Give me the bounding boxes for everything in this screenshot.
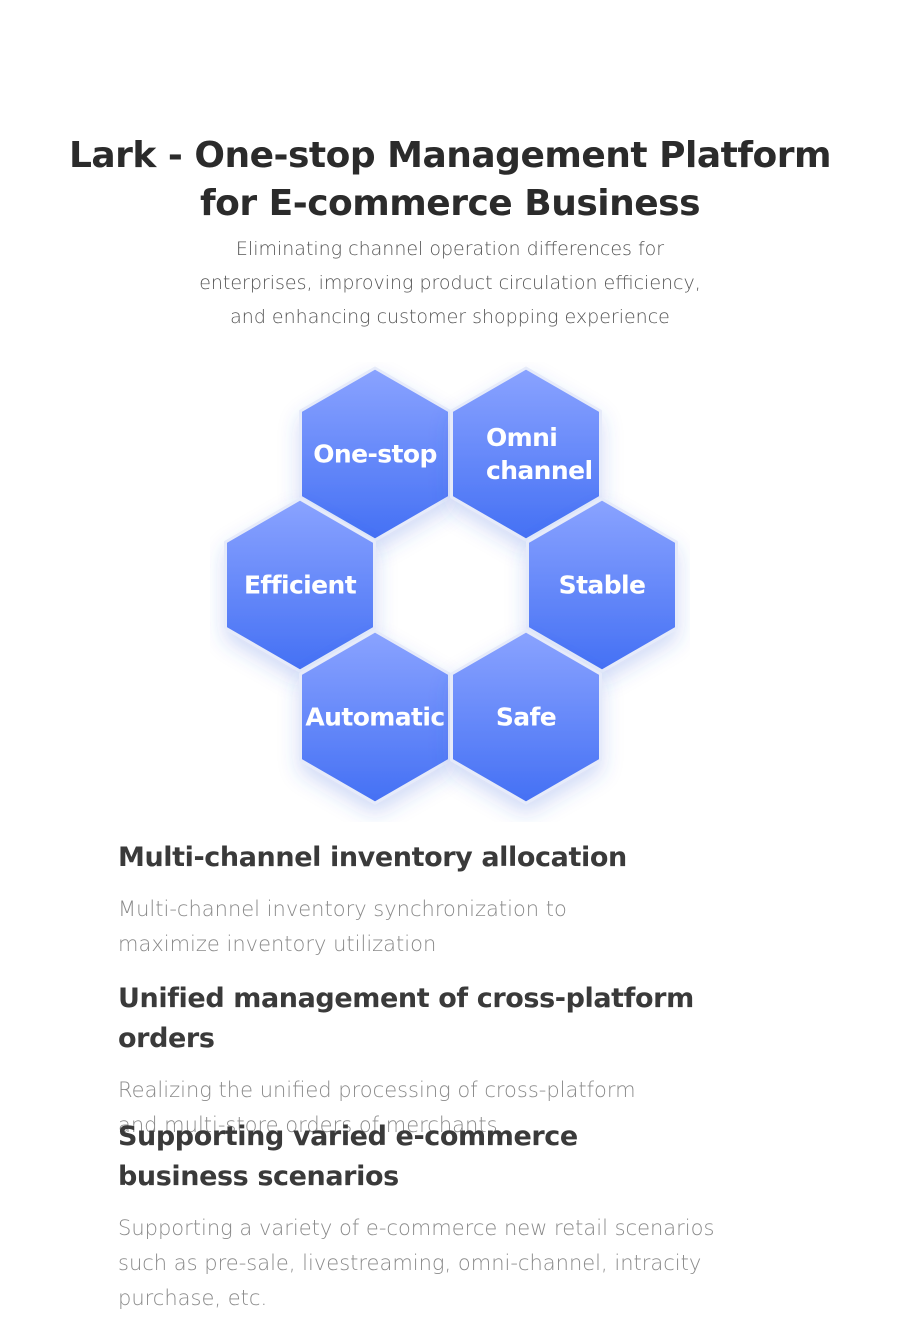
feature-title-line: business scenarios xyxy=(118,1161,399,1192)
page-title-line: for E-commerce Business xyxy=(199,183,701,225)
feature-description-line: maximize inventory utilization xyxy=(118,932,437,956)
hexagon-efficient: Efficient xyxy=(224,497,376,673)
feature-description-line: Multi-channel inventory synchronization … xyxy=(118,897,567,921)
feature-description-line: Supporting a variety of e-commerce new r… xyxy=(118,1216,715,1240)
hexagon-omni-channel: Omni channel xyxy=(450,366,602,542)
hexagon-one-stop: One-stop xyxy=(299,366,451,542)
feature-scenarios: Supporting varied e-commerce business sc… xyxy=(118,1117,798,1316)
feature-title: Multi-channel inventory allocation xyxy=(118,838,798,878)
feature-description-line: and multi-store orders of merchants xyxy=(118,1113,498,1137)
hexagon-label: Safe xyxy=(496,703,556,732)
page-title: Lark - One-stop Management Platform for … xyxy=(0,132,900,228)
hexagon-shape xyxy=(526,497,678,673)
hexagon-label: channel xyxy=(486,456,592,485)
hexagon-label: Stable xyxy=(559,571,646,600)
feature-title: Supporting varied e-commerce business sc… xyxy=(118,1117,798,1197)
page-subtitle-line: enterprises, improving product circulati… xyxy=(199,272,701,294)
hexagon-stable: Stable xyxy=(526,497,678,673)
feature-title-line: Unified management of cross-platform ord… xyxy=(118,983,694,1054)
hexagon-shape xyxy=(450,629,602,805)
feature-orders: Unified management of cross-platform ord… xyxy=(118,979,798,1143)
hexagon-shape xyxy=(299,366,451,542)
feature-description-line: purchase, etc. xyxy=(118,1286,268,1310)
feature-inventory: Multi-channel inventory allocation Multi… xyxy=(118,838,798,962)
hexagon-shape xyxy=(450,366,602,542)
feature-description: Multi-channel inventory synchronization … xyxy=(118,892,798,962)
page-subtitle: Eliminating channel operation difference… xyxy=(150,232,750,334)
hexagon-label: Automatic xyxy=(305,703,444,732)
hexagon-label: Omni xyxy=(486,423,557,452)
hexagon-label: One-stop xyxy=(313,440,436,469)
page-subtitle-line: Eliminating channel operation difference… xyxy=(235,238,665,260)
hexagon-automatic: Automatic xyxy=(299,629,451,805)
feature-title-line: Supporting varied e-commerce xyxy=(118,1121,578,1152)
feature-title-line: Multi-channel inventory allocation xyxy=(118,842,627,873)
feature-description-line: such as pre-sale, livestreaming, omni-ch… xyxy=(118,1251,702,1275)
hexagon-shape xyxy=(224,497,376,673)
hexagon-safe: Safe xyxy=(450,629,602,805)
hexagon-label: Efficient xyxy=(244,571,357,600)
page-subtitle-line: and enhancing customer shopping experien… xyxy=(230,306,670,328)
feature-title: Unified management of cross-platform ord… xyxy=(118,979,798,1059)
hexagon-shape xyxy=(299,629,451,805)
page-title-line: Lark - One-stop Management Platform xyxy=(68,135,832,177)
feature-description-line: Realizing the unified processing of cros… xyxy=(118,1078,636,1102)
feature-description: Supporting a variety of e-commerce new r… xyxy=(118,1211,798,1316)
feature-description: Realizing the unified processing of cros… xyxy=(118,1073,798,1143)
